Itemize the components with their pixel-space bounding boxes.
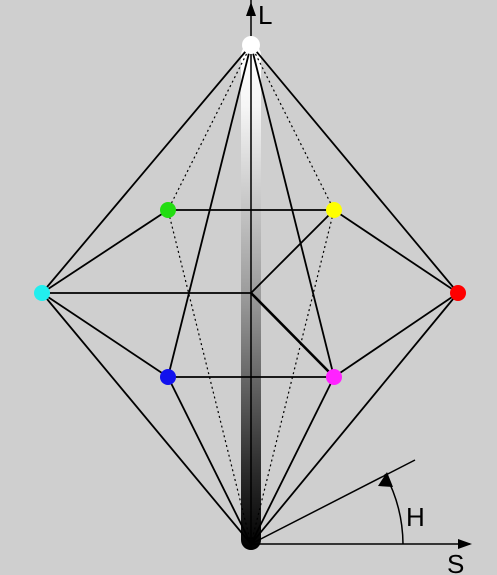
edge-white-yellow (250, 44, 335, 211)
red-vertex (450, 285, 466, 301)
edge-black-cyan (41, 292, 252, 545)
edge-black-red (250, 292, 459, 545)
edge-cyan-green (41, 209, 169, 294)
green-vertex (160, 202, 176, 218)
cone-hidden-edges (167, 44, 335, 545)
edge-white-magenta (250, 44, 335, 378)
edge-black-green (167, 209, 252, 545)
magenta-vertex (326, 369, 342, 385)
white-vertex (242, 36, 260, 54)
yellow-vertex (326, 202, 342, 218)
edge-white-green (167, 44, 252, 211)
edge-white-red (250, 44, 459, 294)
blue-vertex (160, 369, 176, 385)
hue-reference-line (250, 459, 416, 545)
hue-angle-arrow-icon (378, 472, 393, 487)
cone-solid-edges (41, 44, 459, 545)
cyan-vertex (34, 285, 50, 301)
edge-white-cyan (41, 44, 252, 294)
saturation-axis-arrow-icon (458, 539, 472, 549)
edge-center-yellow (250, 209, 335, 294)
hue-hexagon-edges (41, 209, 459, 378)
edge-black-yellow (250, 209, 335, 545)
edge-black-blue (167, 376, 252, 545)
edge-blue-cyan (41, 292, 169, 378)
edge-center-magenta (250, 292, 335, 378)
saturation-axis-label: S (447, 549, 464, 575)
lightness-axis-arrow-icon (246, 2, 256, 16)
lightness-axis-label: L (258, 0, 272, 30)
edge-red-magenta (333, 292, 459, 378)
edge-black-magenta (250, 376, 335, 545)
edge-yellow-red (333, 209, 459, 294)
hue-axis-label: H (406, 502, 425, 532)
edge-white-blue (167, 44, 252, 378)
